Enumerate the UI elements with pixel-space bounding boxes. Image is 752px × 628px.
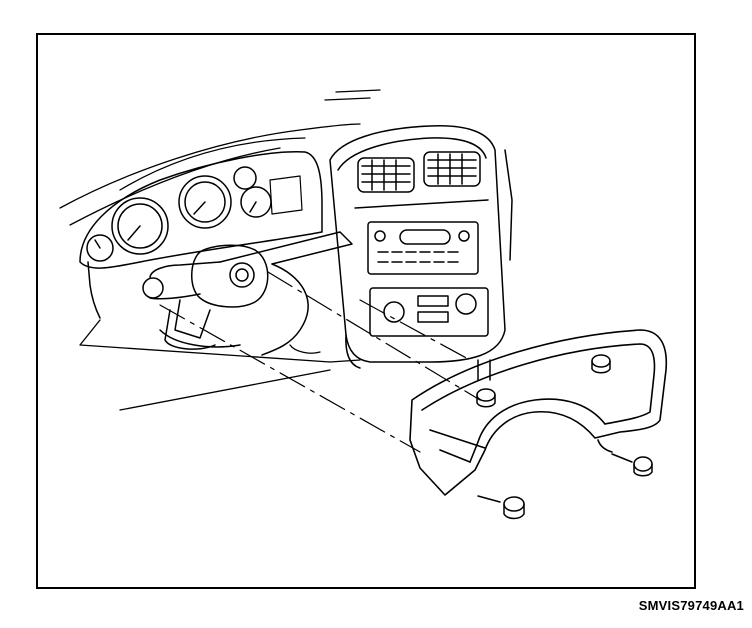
radio-unit xyxy=(367,221,479,275)
bezel-clip-upper-left xyxy=(476,359,496,408)
fuel-gauge xyxy=(240,186,272,218)
center-stack xyxy=(329,125,513,369)
steering-column xyxy=(142,231,353,356)
dashboard-top-lines xyxy=(59,89,381,226)
air-vent-left xyxy=(357,157,415,193)
climate-controls xyxy=(369,287,489,337)
lower-dash-lines xyxy=(79,319,361,411)
diagram-frame xyxy=(36,33,696,589)
instrument-cluster xyxy=(79,151,323,319)
alignment-lines xyxy=(159,271,481,453)
bezel-clip-upper-right xyxy=(591,354,611,374)
screw-bottom xyxy=(477,495,525,520)
cluster-bezel xyxy=(409,329,668,496)
figure-code: SMVIS79749AA1 xyxy=(638,598,744,613)
screw-right xyxy=(611,453,653,477)
gauge-left xyxy=(86,234,114,262)
air-vent-right xyxy=(423,151,481,187)
temperature-gauge xyxy=(233,166,257,190)
tachometer-gauge xyxy=(178,175,232,229)
speedometer-gauge xyxy=(111,197,169,255)
